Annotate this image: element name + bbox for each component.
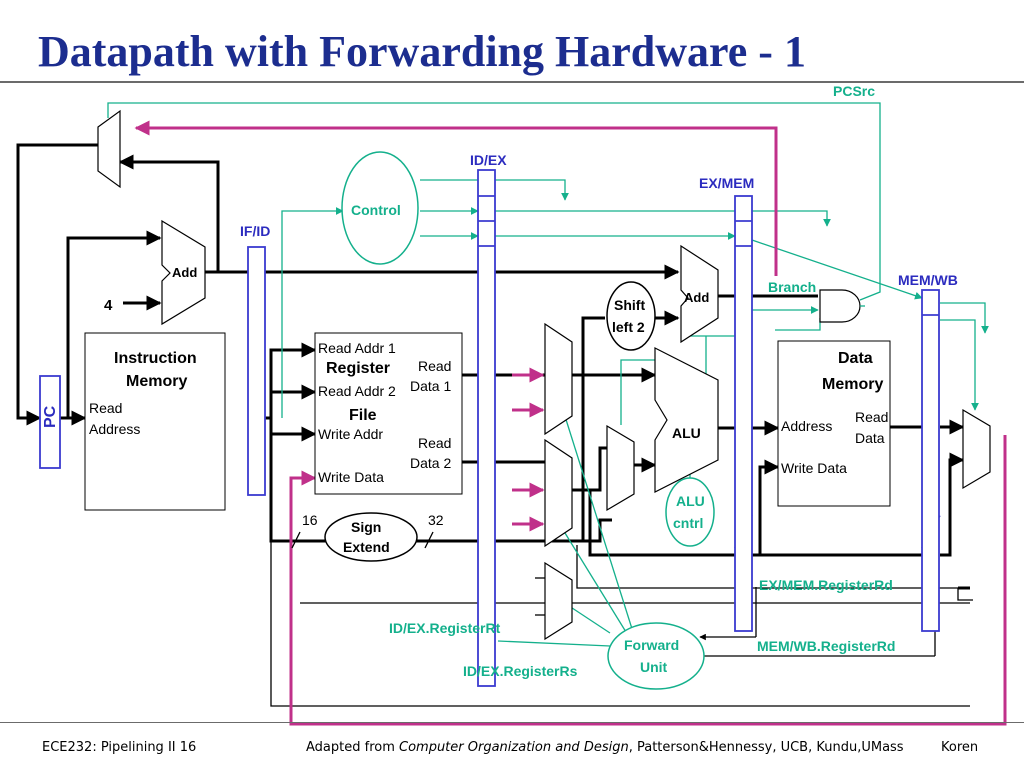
id-ex-register (477, 169, 496, 687)
label-shift-2: left 2 (612, 319, 645, 335)
label-add-pc: Add (172, 265, 197, 280)
pc-source-mux (97, 109, 121, 189)
label-branch: Branch (768, 279, 816, 295)
footer-credit-book: Computer Organization and Design (399, 740, 629, 755)
label-imem-address: Address (89, 421, 140, 437)
branch-adder (680, 244, 719, 344)
label-alu-cntrl-2: cntrl (673, 515, 703, 531)
footer-author: Koren (941, 740, 979, 755)
width-tick-32 (424, 531, 434, 549)
label-dmem-address: Address (781, 418, 832, 434)
label-register: Register (326, 360, 390, 377)
label-mem-wb: MEM/WB (898, 272, 958, 288)
label-read-addr-2: Read Addr 2 (318, 383, 396, 399)
label-alu-cntrl-1: ALU (676, 493, 705, 509)
label-thirtytwo: 32 (428, 512, 444, 528)
footer-credit: Adapted from Computer Organization and D… (306, 740, 904, 755)
label-ex-mem-registerrd: EX/MEM.RegisterRd (759, 577, 893, 593)
label-alu: ALU (672, 425, 701, 441)
data-memory (777, 340, 891, 507)
label-write-addr: Write Addr (318, 426, 383, 442)
title-divider (0, 81, 1024, 83)
label-forward: Forward (624, 637, 679, 653)
control-unit (341, 151, 419, 265)
label-four: 4 (104, 297, 113, 314)
register-file (314, 332, 463, 495)
label-pcsrc: PCSrc (833, 83, 875, 99)
sign-extend (324, 512, 418, 562)
label-dmem-read: Read (855, 409, 888, 425)
label-read-data1-a: Read (418, 358, 451, 374)
alu-control (665, 477, 715, 547)
label-unit: Unit (640, 659, 668, 675)
forward-b-mux (544, 438, 573, 548)
pc-register (39, 375, 61, 469)
label-control: Control (351, 202, 401, 218)
ex-mem-register (734, 195, 753, 632)
shift-left-2 (606, 281, 656, 351)
footer-course: ECE232: Pipelining II 16 (42, 740, 197, 755)
label-pc: PC (42, 405, 59, 428)
width-tick-16 (291, 531, 301, 549)
label-id-ex-registerrt: ID/EX.RegisterRt (389, 620, 501, 636)
footer-divider (0, 722, 1024, 723)
label-imem-memory: Memory (126, 373, 187, 390)
label-sixteen: 16 (302, 512, 318, 528)
label-add-branch: Add (684, 290, 709, 305)
alu (654, 347, 719, 493)
label-read-data2-b: Data 2 (410, 455, 451, 471)
label-extend: Extend (343, 539, 390, 555)
label-imem-read: Read (89, 400, 122, 416)
forwarding-wires (134, 120, 1007, 726)
label-read-data2-a: Read (418, 435, 451, 451)
label-dmem-data: Data (855, 430, 885, 446)
label-sign: Sign (351, 519, 381, 535)
label-id-ex-registerrs: ID/EX.RegisterRs (463, 663, 578, 679)
label-mem-wb-registerrd: MEM/WB.RegisterRd (757, 638, 895, 654)
label-write-data-rf: Write Data (318, 469, 384, 485)
label-file: File (349, 407, 377, 424)
label-instruction: Instruction (114, 350, 197, 367)
label-ex-mem: EX/MEM (699, 175, 754, 191)
label-id-ex: ID/EX (470, 152, 507, 168)
pc-adder (161, 219, 206, 326)
alu-src-mux (606, 424, 635, 512)
mem-wb-register (921, 289, 940, 632)
label-read-addr-1: Read Addr 1 (318, 340, 396, 356)
forwarding-unit (607, 622, 705, 690)
label-dmem-memory: Memory (822, 376, 883, 393)
label-read-data1-b: Data 1 (410, 378, 451, 394)
register-dst-mux (544, 561, 573, 641)
footer-credit-authors: , Patterson&Hennessy, UCB, Kundu,UMass (628, 740, 904, 755)
instruction-memory (84, 332, 226, 511)
label-shift-1: Shift (614, 297, 645, 313)
write-back-mux (962, 408, 991, 490)
branch-and-gate (819, 289, 861, 323)
if-id-register (247, 246, 266, 496)
slide-title: Datapath with Forwarding Hardware - 1 (38, 27, 806, 76)
label-data: Data (838, 350, 873, 367)
label-dmem-write-data: Write Data (781, 460, 847, 476)
label-if-id: IF/ID (240, 223, 270, 239)
forward-a-mux (544, 322, 573, 436)
footer-credit-prefix: Adapted from (306, 740, 399, 755)
